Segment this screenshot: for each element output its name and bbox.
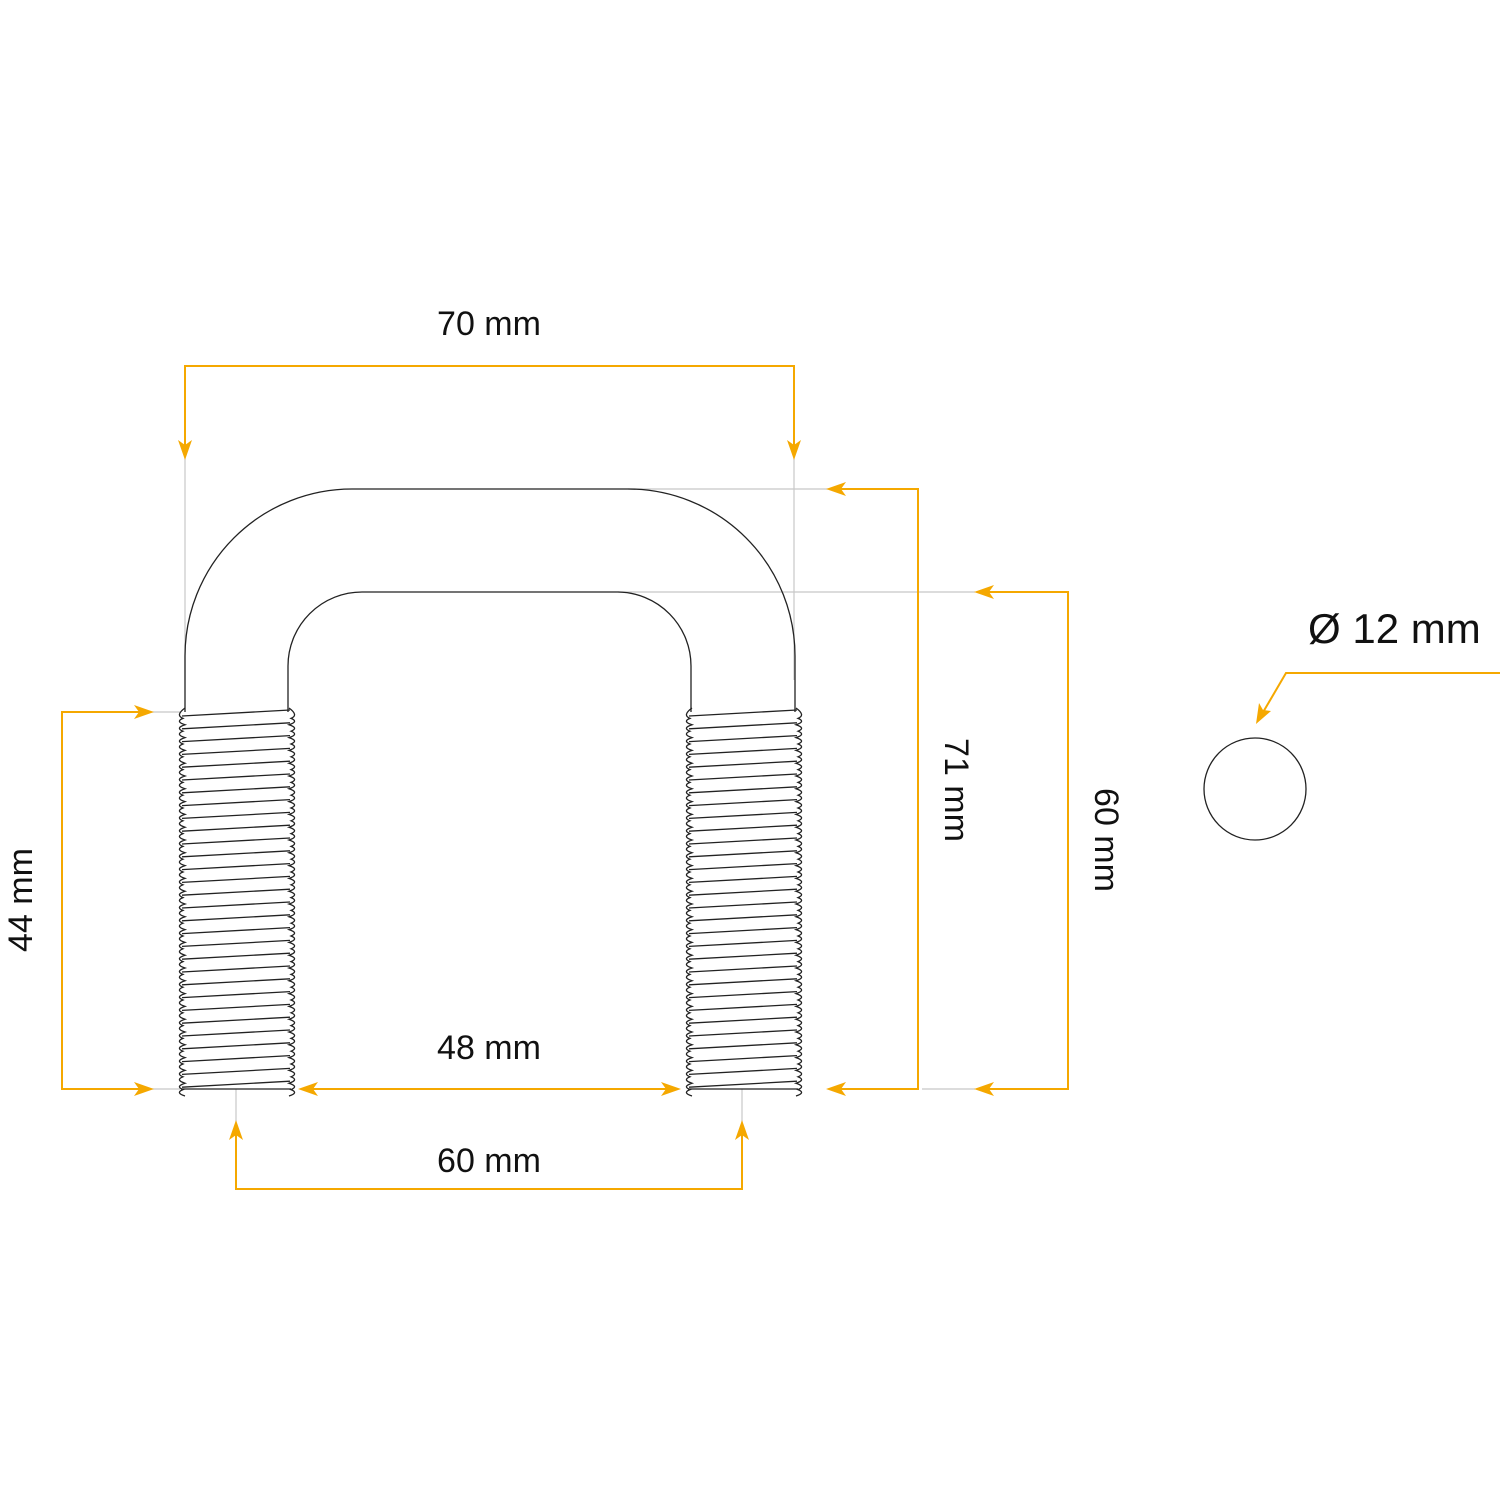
- thread-edge-right: [286, 707, 296, 1097]
- thread-line: [181, 1080, 291, 1088]
- thread-line: [688, 901, 798, 909]
- thread-line: [688, 875, 798, 884]
- thread-line: [181, 1003, 291, 1012]
- arrow-down-icon: [178, 440, 192, 460]
- thread-line: [181, 837, 291, 845]
- thread-line: [181, 760, 291, 768]
- thread-line: [688, 734, 798, 743]
- label-center-distance: 60 mm: [437, 1142, 541, 1180]
- thread-line: [688, 798, 798, 807]
- thread-line: [688, 952, 798, 960]
- thread-line: [181, 1042, 291, 1050]
- thread-line: [688, 786, 798, 794]
- thread-line: [688, 1080, 798, 1088]
- thread-edge-left: [178, 707, 188, 1097]
- thread-line: [688, 824, 798, 832]
- thread-line: [181, 939, 291, 948]
- thread-line: [181, 862, 291, 871]
- thread-line: [181, 952, 291, 960]
- extension-lines: [150, 458, 975, 1122]
- thread-left: [178, 707, 296, 1097]
- dimension-thread-length: 44 mm: [2, 705, 154, 1096]
- arrow-right-icon: [661, 1082, 681, 1096]
- thread-line: [688, 888, 798, 896]
- thread-line: [688, 990, 798, 999]
- thread-line: [181, 965, 291, 973]
- thread-line: [181, 875, 291, 884]
- u-bolt-outer-outline: [184, 488, 796, 712]
- label-inner-height: 60 mm: [1087, 788, 1125, 892]
- thread-line: [688, 1042, 798, 1050]
- thread-line: [181, 747, 291, 756]
- dimension-center-distance: 60 mm: [229, 1120, 749, 1190]
- thread-line: [688, 939, 798, 948]
- dimension-inner-width: 48 mm: [298, 1029, 681, 1096]
- label-thread-length: 44 mm: [2, 848, 40, 952]
- thread-line: [688, 1016, 798, 1024]
- thread-line: [688, 978, 798, 986]
- arrow-right-icon: [134, 705, 154, 719]
- u-bolt-inner-outline: [287, 591, 692, 712]
- thread-line: [688, 722, 798, 730]
- thread-line: [688, 1003, 798, 1012]
- arrow-left-icon: [826, 482, 846, 496]
- dimension-outer-height: 71 mm: [826, 482, 975, 1096]
- thread-line: [688, 760, 798, 768]
- thread-line: [181, 901, 291, 909]
- thread-line: [688, 926, 798, 935]
- thread-line: [688, 965, 798, 973]
- thread-line: [688, 850, 798, 858]
- dimension-diameter: Ø 12 mm: [1203, 605, 1500, 841]
- thread-line: [181, 734, 291, 743]
- thread-line: [181, 1029, 291, 1037]
- thread-line: [688, 709, 798, 717]
- arrow-right-icon: [134, 1082, 154, 1096]
- thread-line: [181, 709, 291, 717]
- label-outer-height: 71 mm: [937, 738, 975, 842]
- arrow-left-icon: [298, 1082, 318, 1096]
- thread-edge-right: [793, 707, 803, 1097]
- label-inner-width: 48 mm: [437, 1029, 541, 1067]
- dimension-inner-height: 60 mm: [974, 585, 1125, 1096]
- arrow-up-icon: [229, 1120, 243, 1140]
- thread-line: [181, 798, 291, 807]
- arrow-down-icon: [787, 440, 801, 460]
- thread-line: [181, 888, 291, 896]
- thread-line: [181, 990, 291, 999]
- thread-right: [685, 707, 803, 1097]
- thread-line: [688, 811, 798, 820]
- thread-edge-left: [685, 707, 695, 1097]
- thread-line: [181, 978, 291, 986]
- thread-line: [181, 914, 291, 922]
- arrow-left-icon: [974, 585, 994, 599]
- thread-line: [688, 747, 798, 756]
- arrow-left-icon: [974, 1082, 994, 1096]
- thread-line: [688, 862, 798, 871]
- arrow-left-icon: [826, 1082, 846, 1096]
- thread-line: [688, 1029, 798, 1037]
- thread-line: [181, 1067, 291, 1076]
- thread-line: [181, 926, 291, 935]
- thread-line: [181, 722, 291, 730]
- thread-line: [688, 773, 798, 781]
- thread-line: [181, 773, 291, 781]
- thread-line: [688, 914, 798, 922]
- label-outer-width: 70 mm: [437, 305, 541, 343]
- thread-line: [688, 1054, 798, 1063]
- dimension-outer-width: 70 mm: [178, 305, 801, 460]
- arrow-diagonal-icon: [1256, 703, 1271, 724]
- arrow-up-icon: [735, 1120, 749, 1140]
- thread-line: [181, 786, 291, 794]
- thread-line: [181, 1054, 291, 1063]
- thread-line: [181, 850, 291, 858]
- thread-line: [688, 837, 798, 845]
- label-diameter: Ø 12 mm: [1308, 605, 1481, 652]
- thread-line: [181, 811, 291, 820]
- thread-line: [688, 1067, 798, 1076]
- thread-line: [181, 1016, 291, 1024]
- thread-line: [181, 824, 291, 832]
- cross-section-circle: [1203, 737, 1307, 841]
